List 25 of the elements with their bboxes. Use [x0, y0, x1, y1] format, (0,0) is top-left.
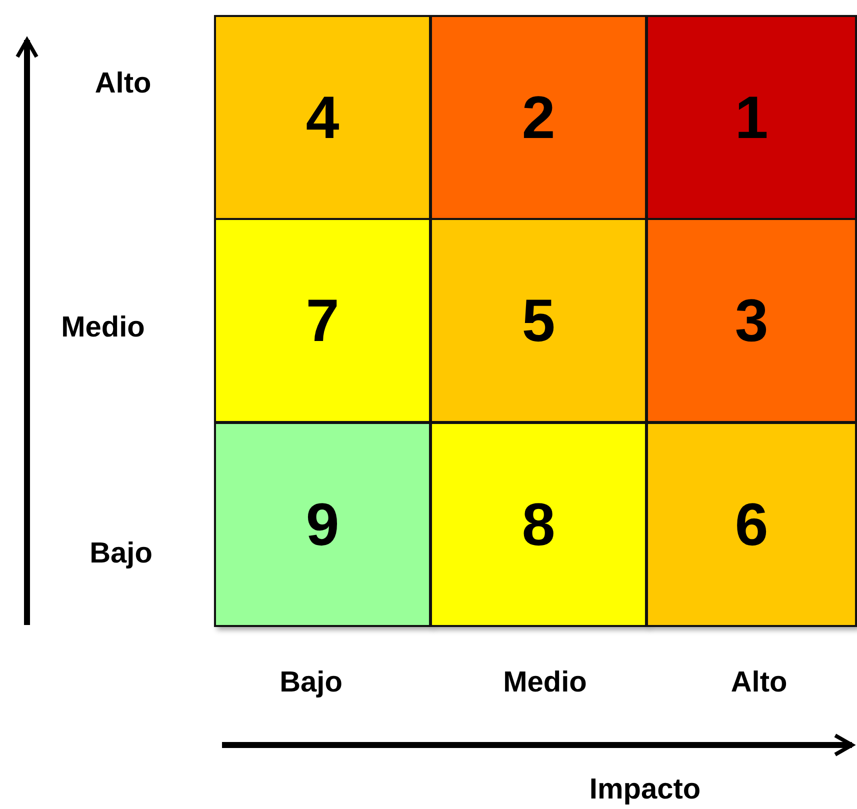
risk-rank: 6 [734, 490, 768, 559]
y-axis-label: Medio [61, 312, 145, 344]
risk-rank: 8 [522, 490, 556, 559]
risk-cell [214, 15, 431, 220]
x-axis-label: Alto [730, 666, 788, 700]
risk-rank: 7 [306, 286, 340, 355]
risk-cell [646, 218, 857, 423]
risk-rank: 9 [306, 490, 340, 559]
risk-cell [646, 422, 857, 627]
risk-rank: 2 [522, 83, 556, 152]
risk-rank: 1 [734, 83, 768, 152]
risk-cell [430, 422, 647, 627]
risk-cell [214, 422, 431, 627]
risk-cell [214, 218, 431, 423]
axis-title: Impacto [589, 774, 701, 806]
risk-cell [430, 15, 647, 220]
risk-rank: 5 [522, 286, 556, 355]
risk-rank: 4 [306, 83, 340, 152]
risk-rank: 3 [734, 286, 768, 355]
y-axis-label: Bajo [90, 538, 152, 570]
x-axis-label: Medio [503, 666, 587, 700]
x-axis-label: Bajo [280, 666, 342, 700]
risk-cell [646, 15, 857, 220]
y-axis-label: Alto [94, 68, 152, 100]
risk-cell [430, 218, 647, 423]
